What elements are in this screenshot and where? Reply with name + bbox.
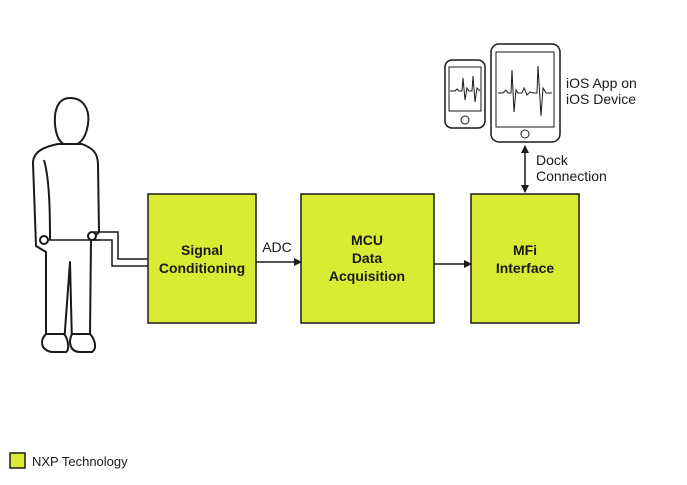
ios-device-label-line1: iOS App on — [566, 75, 637, 91]
phone-ecg-waveform — [450, 75, 481, 103]
mcu-label-line1: MCU — [351, 232, 383, 248]
ios-device-label-line2: iOS Device — [566, 91, 636, 107]
mcu-block: MCU Data Acquisition — [300, 193, 435, 324]
tablet-icon — [490, 43, 561, 143]
dock-label-line2: Connection — [536, 168, 607, 184]
mfi-label-line1: MFi — [513, 242, 537, 258]
ios-device-label: iOS App on iOS Device — [566, 75, 637, 107]
dock-label-line1: Dock — [536, 152, 569, 168]
signal-conditioning-label-line1: Signal — [181, 242, 223, 258]
tablet-ecg-waveform — [498, 65, 552, 117]
legend-swatch — [9, 452, 26, 469]
person-icon — [32, 97, 100, 353]
signal-conditioning-label-line2: Conditioning — [159, 260, 245, 276]
legend-label: NXP Technology — [32, 454, 128, 469]
legend: NXP Technology — [9, 452, 128, 469]
mfi-interface-block: MFi Interface — [470, 193, 580, 324]
mfi-label-line2: Interface — [496, 260, 555, 276]
mcu-label-line2: Data — [352, 250, 383, 266]
signal-conditioning-block: Signal Conditioning — [147, 193, 257, 324]
electrode-wires — [48, 231, 148, 267]
adc-label: ADC — [262, 239, 292, 255]
adc-connection: ADC — [256, 239, 302, 266]
mcu-label-line3: Acquisition — [329, 268, 405, 284]
phone-icon — [444, 59, 486, 129]
dock-connection: Dock Connection — [521, 145, 607, 193]
